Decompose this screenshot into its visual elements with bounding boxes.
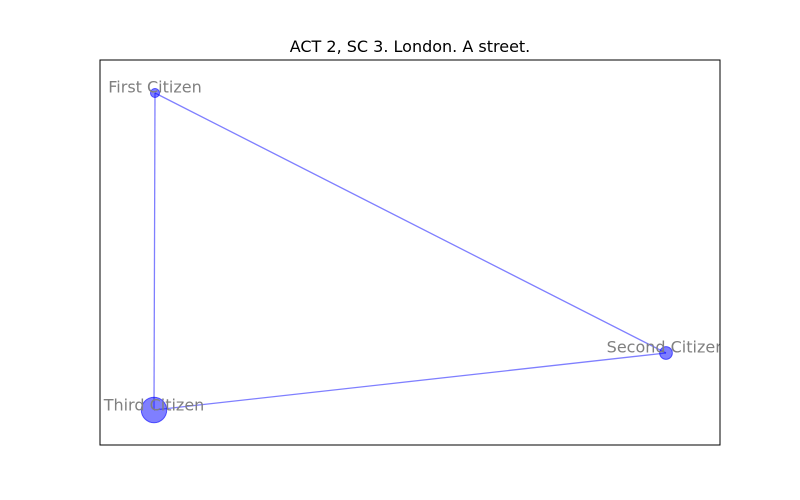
node-third [140, 396, 168, 424]
nodes-layer [140, 88, 673, 424]
edge-first-third [153, 92, 156, 411]
node-label-first: First Citizen [108, 78, 201, 97]
node-label-second: Second Citizen [607, 338, 726, 357]
chart-title: ACT 2, SC 3. London. A street. [290, 37, 531, 56]
edges-layer [153, 92, 667, 411]
node-label-third: Third Citizen [103, 396, 205, 415]
edge-first-second [154, 92, 667, 354]
plot-frame [99, 59, 721, 446]
node-second [659, 346, 673, 360]
node-first [150, 88, 160, 98]
edge-third-second [153, 352, 667, 411]
